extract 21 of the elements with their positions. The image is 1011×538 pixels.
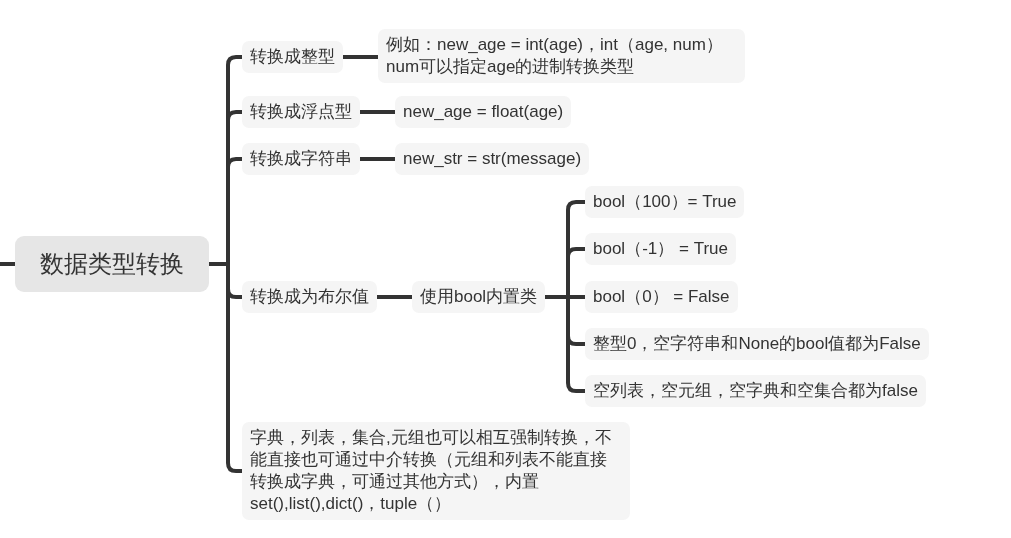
topic-box: bool（-1） = True (585, 233, 736, 265)
topic-box: new_age = float(age) (395, 96, 572, 128)
topic-box: bool（100）= True (585, 186, 745, 218)
central-topic: 数据类型转换 (15, 236, 209, 292)
topic-box: 空列表，空元组，空字典和空集合都为false (585, 375, 926, 407)
topic-box: 转换成为布尔值 (242, 281, 377, 313)
topic-box: 例如：new_age = int(age)，int（age, num） num可以指定age的进制转换类型 (378, 29, 745, 83)
topic-box: 转换成整型 (242, 41, 343, 73)
topic-box: 转换成浮点型 (242, 96, 360, 128)
connector-line (0, 262, 15, 266)
connector-line (360, 157, 395, 161)
connector-line (377, 295, 412, 299)
connector-line (209, 262, 242, 473)
topic-box: 使用bool内置类 (412, 281, 546, 313)
topic-box: 字典，列表，集合,元组也可以相互强制转换，不能直接也可通过中介转换（元组和列表不能直接转换成字典，可通过其他方式），内置set(),list(),dict()，tuple（） (242, 422, 630, 520)
topic-box: new_str = str(message) (395, 143, 590, 175)
topic-box: 整型0，空字符串和None的bool值都为False (585, 328, 929, 360)
topic-box: 转换成字符串 (242, 143, 360, 175)
connector-line (360, 110, 395, 114)
connector-line (343, 55, 378, 59)
topic-box: bool（0） = False (585, 281, 738, 313)
